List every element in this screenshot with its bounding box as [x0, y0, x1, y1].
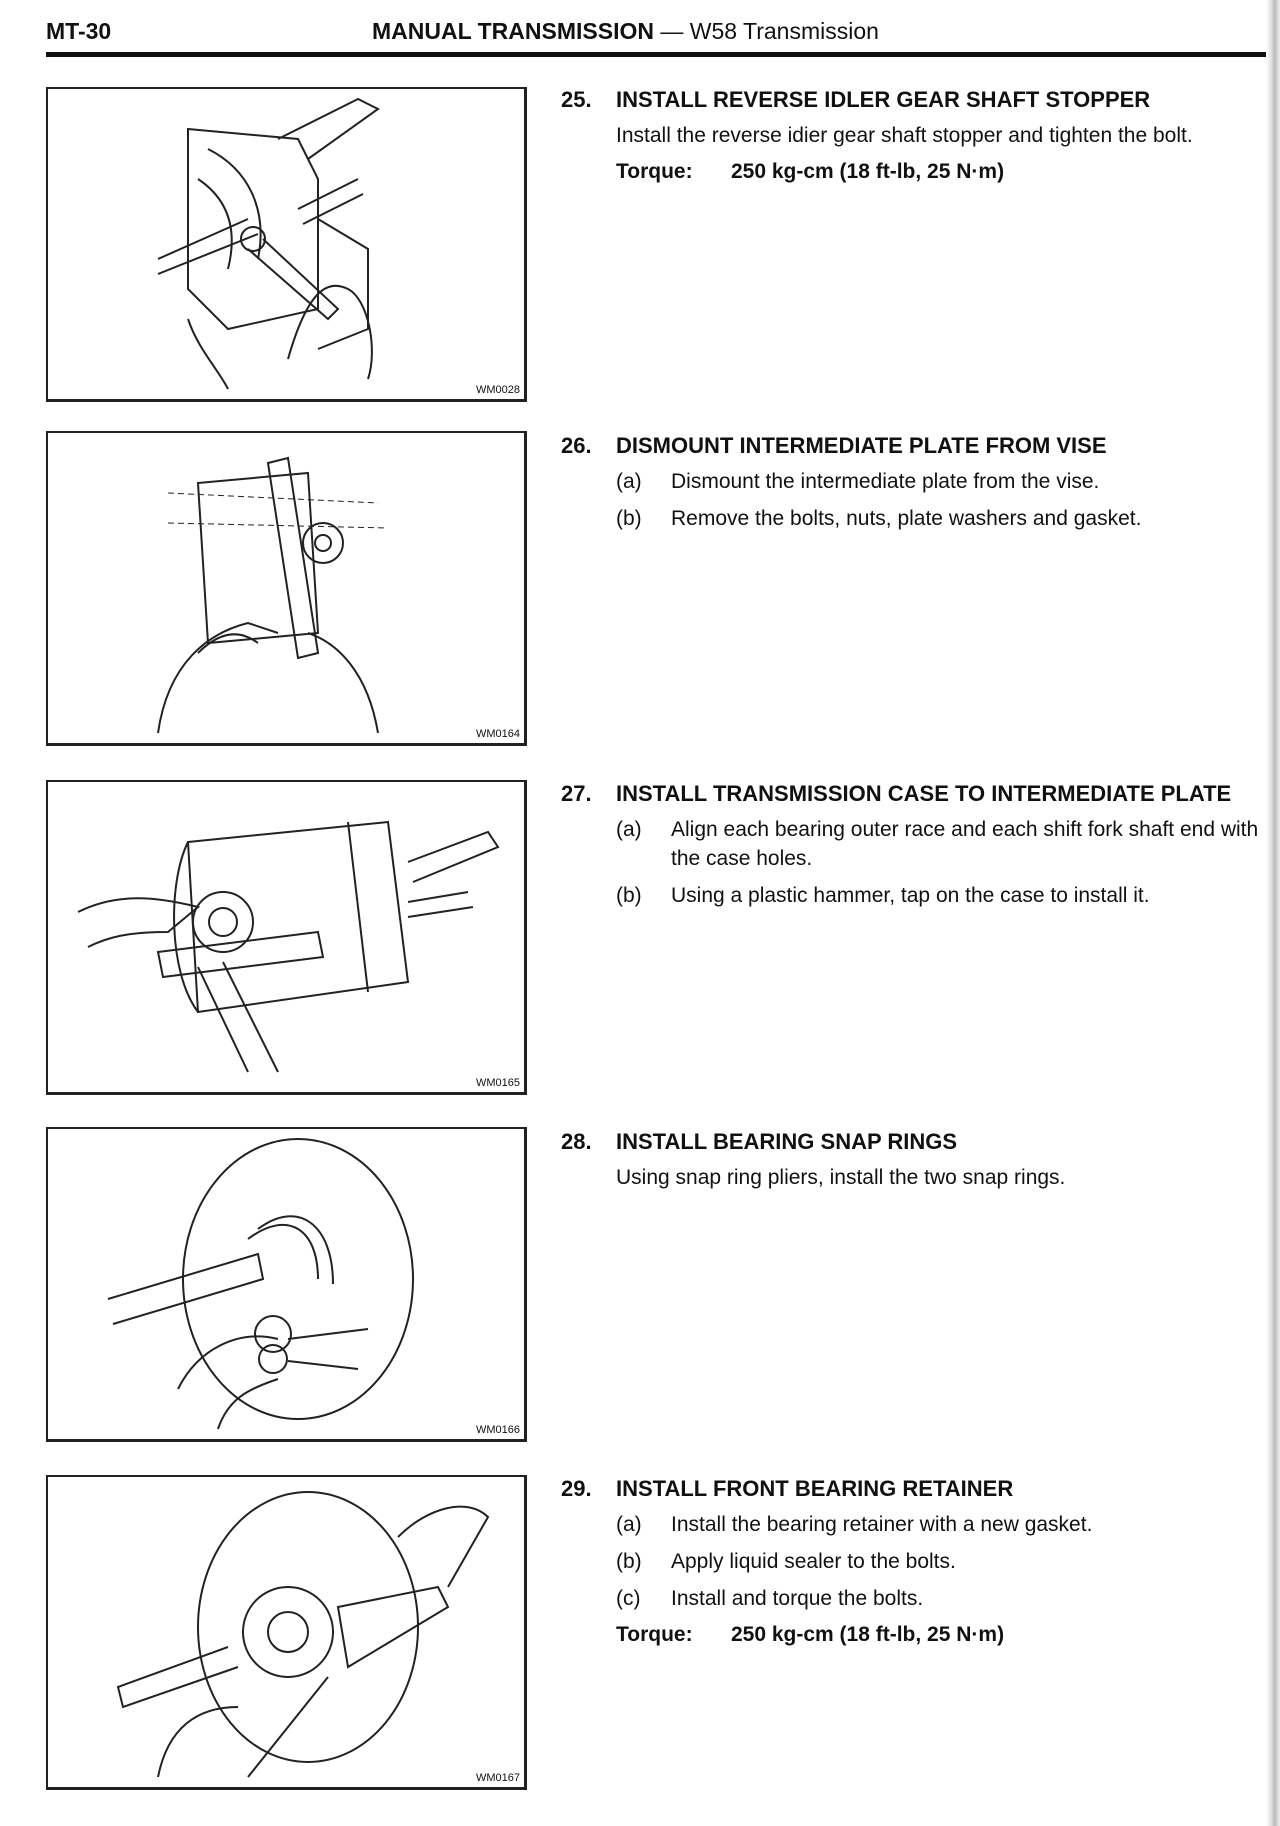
substep-text: Install and torque the bolts. [671, 1587, 924, 1610]
substep-label: (c) [616, 1587, 641, 1610]
substep-text: Apply liquid sealer to the bolts. [671, 1550, 956, 1573]
substep-label: (b) [616, 884, 642, 907]
substep-label: (a) [616, 1513, 642, 1536]
step-title: INSTALL REVERSE IDLER GEAR SHAFT STOPPER [616, 87, 1151, 112]
torque-value: 250 kg-cm (18 ft-lb, 25 N·m) [731, 1623, 1005, 1646]
step-title: INSTALL TRANSMISSION CASE TO INTERMEDIAT… [616, 781, 1232, 806]
step-title: INSTALL BEARING SNAP RINGS [616, 1129, 958, 1154]
page-number: MT-30 [46, 18, 112, 44]
step-27: 27. INSTALL TRANSMISSION CASE TO INTERMED… [561, 780, 1261, 910]
figure-code: WM0028 [475, 384, 520, 396]
header-dash: — [660, 18, 684, 44]
step-26: 26. DISMOUNT INTERMEDIATE PLATE FROM VISE… [561, 432, 1261, 533]
substep-text: Align each bearing outer race and each s… [671, 818, 1259, 870]
step-number: 26. [561, 433, 592, 458]
substep-text: Using a plastic hammer, tap on the case … [671, 884, 1150, 907]
torque-label: Torque: [616, 1623, 693, 1646]
substep-label: (b) [616, 507, 642, 530]
figure-dismount-plate: WM0164 [46, 431, 527, 746]
step-25: 25. INSTALL REVERSE IDLER GEAR SHAFT STOP… [561, 86, 1261, 184]
torque-value: 250 kg-cm (18 ft-lb, 25 N·m) [731, 160, 1005, 183]
page-edge [1266, 0, 1280, 1826]
substep: (b) Apply liquid sealer to the bolts. [616, 1547, 1261, 1576]
substep: (b) Using a plastic hammer, tap on the ca… [616, 881, 1261, 910]
step-number: 27. [561, 781, 592, 806]
page-header: MANUAL TRANSMISSION — W58 Transmission [372, 18, 879, 45]
substep: (a) Dismount the intermediate plate from … [616, 467, 1261, 496]
figure-reverse-idler-stopper: WM0028 [46, 87, 527, 402]
substep-label: (a) [616, 470, 642, 493]
substep: (c) Install and torque the bolts. [616, 1584, 1261, 1613]
step-number: 25. [561, 87, 592, 112]
substep-text: Dismount the intermediate plate from the… [671, 470, 1100, 493]
torque-spec: Torque: 250 kg-cm (18 ft-lb, 25 N·m) [616, 1623, 1261, 1647]
substep: (a) Align each bearing outer race and eac… [616, 815, 1261, 873]
figure-snap-rings: WM0166 [46, 1127, 527, 1442]
figure-install-case: WM0165 [46, 780, 527, 1095]
step-28: 28. INSTALL BEARING SNAP RINGS Using snap… [561, 1128, 1261, 1192]
substep-text: Install the bearing retainer with a new … [671, 1513, 1093, 1536]
step-29: 29. INSTALL FRONT BEARING RETAINER (a) Ins… [561, 1475, 1261, 1647]
figure-front-bearing-retainer: WM0167 [46, 1475, 527, 1790]
substep-label: (b) [616, 1550, 642, 1573]
substep: (b) Remove the bolts, nuts, plate washers… [616, 504, 1261, 533]
step-text: Install the reverse idier gear shaft sto… [616, 124, 1193, 147]
step-text: Using snap ring pliers, install the two … [616, 1166, 1066, 1189]
substep-label: (a) [616, 818, 642, 841]
header-rule [46, 52, 1266, 57]
step-number: 28. [561, 1129, 592, 1154]
subsection-title: W58 Transmission [689, 18, 879, 44]
torque-label: Torque: [616, 160, 693, 183]
torque-spec: Torque: 250 kg-cm (18 ft-lb, 25 N·m) [616, 160, 1261, 184]
section-title: MANUAL TRANSMISSION [372, 18, 654, 44]
step-title: INSTALL FRONT BEARING RETAINER [616, 1476, 1014, 1501]
substep: (a) Install the bearing retainer with a n… [616, 1510, 1261, 1539]
figure-code: WM0164 [475, 728, 520, 740]
substep-text: Remove the bolts, nuts, plate washers an… [671, 507, 1142, 530]
figure-code: WM0167 [475, 1772, 520, 1784]
step-number: 29. [561, 1476, 592, 1501]
step-title: DISMOUNT INTERMEDIATE PLATE FROM VISE [616, 433, 1107, 458]
figure-code: WM0165 [475, 1077, 520, 1089]
figure-code: WM0166 [475, 1424, 520, 1436]
